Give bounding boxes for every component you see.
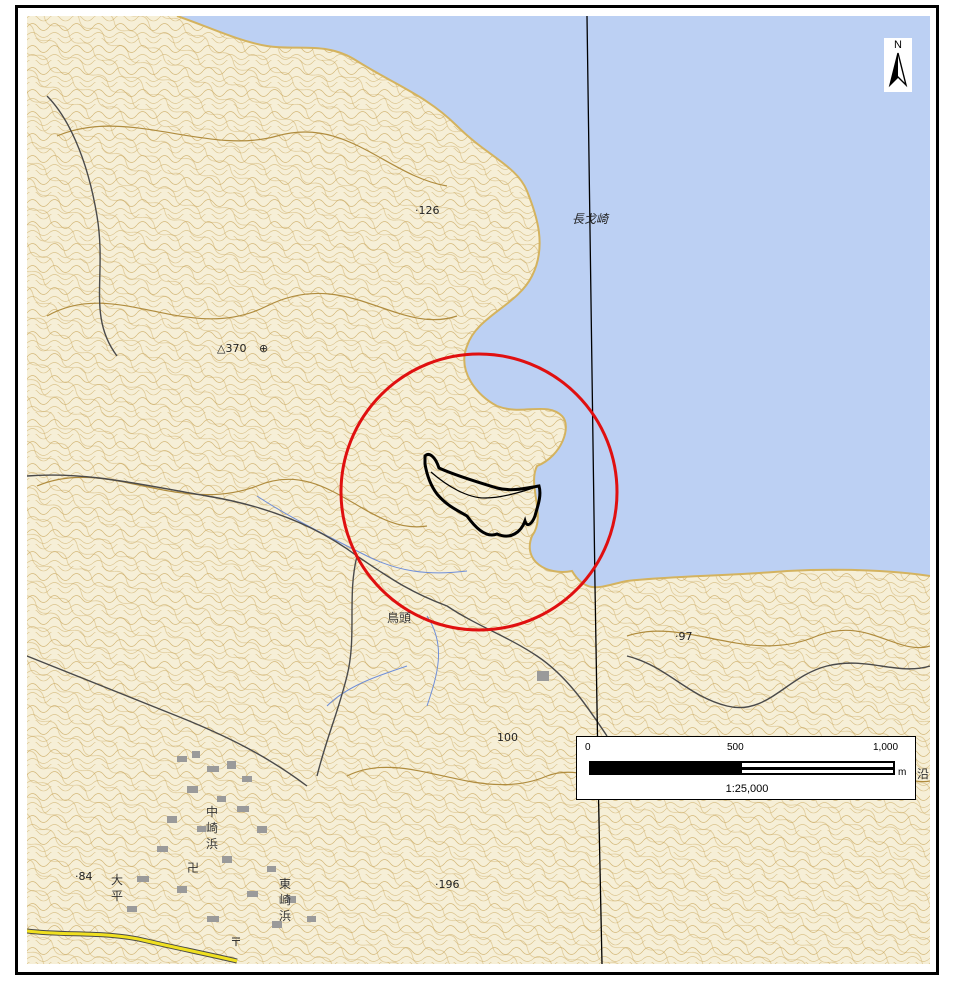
place-higashi-char-1: 東 bbox=[279, 877, 291, 891]
scale-ratio: 1:25,000 bbox=[725, 783, 769, 795]
town-nakahama bbox=[127, 671, 549, 928]
place-ohira-char-2: 平 bbox=[111, 889, 123, 903]
scale-bar-box: 0 500 1,000 m 1:25,000 bbox=[576, 736, 916, 800]
north-arrow-icon bbox=[888, 52, 908, 88]
scale-bar bbox=[589, 761, 895, 775]
post-office-icon: 〒 bbox=[230, 935, 242, 949]
coastline bbox=[176, 16, 930, 589]
place-karasugashira-label: 鳥頭 bbox=[387, 610, 411, 625]
north-arrow: N bbox=[884, 38, 912, 92]
scale-bar-thin-segment bbox=[742, 767, 893, 770]
roads bbox=[27, 95, 930, 787]
highlight-circle[interactable] bbox=[339, 352, 619, 632]
summit-mark: ⊕ bbox=[259, 342, 268, 355]
scale-unit: m bbox=[898, 767, 907, 778]
place-higashi-char-3: 浜 bbox=[279, 909, 291, 923]
cape-name-label: 長戈崎 bbox=[572, 212, 610, 226]
topographic-map[interactable]: 長戈崎 △370 ⊕ ·126 ·97 ·196 ·84 100 鳥頭 中 崎 … bbox=[27, 16, 930, 964]
elevation-97-label: ·97 bbox=[675, 630, 693, 643]
summit-label: △370 bbox=[217, 342, 246, 355]
edge-place-char: 沿 bbox=[917, 767, 929, 781]
north-label: N bbox=[894, 39, 902, 51]
place-nakahama-char-3: 浜 bbox=[206, 837, 218, 851]
scale-bar-solid-segment bbox=[591, 763, 742, 773]
scale-tick-1000: 1,000 bbox=[873, 742, 899, 753]
temple-icon: 卍 bbox=[187, 861, 199, 875]
scale-tick-0: 0 bbox=[585, 742, 591, 753]
scale-tick-500: 500 bbox=[727, 742, 744, 753]
place-higashi-char-2: 崎 bbox=[279, 893, 291, 907]
study-area-outline[interactable] bbox=[423, 453, 542, 538]
contour-100-label: 100 bbox=[497, 731, 518, 744]
elevation-84-label: ·84 bbox=[75, 870, 93, 883]
place-nakahama-char-1: 中 bbox=[206, 804, 218, 819]
place-nakahama-char-2: 崎 bbox=[206, 821, 218, 835]
rivers bbox=[256, 495, 468, 707]
place-ohira-char-1: 大 bbox=[111, 873, 123, 887]
elevation-196-label: ·196 bbox=[435, 878, 460, 891]
elevation-126-label: ·126 bbox=[415, 204, 440, 217]
map-area[interactable]: 長戈崎 △370 ⊕ ·126 ·97 ·196 ·84 100 鳥頭 中 崎 … bbox=[27, 16, 930, 964]
